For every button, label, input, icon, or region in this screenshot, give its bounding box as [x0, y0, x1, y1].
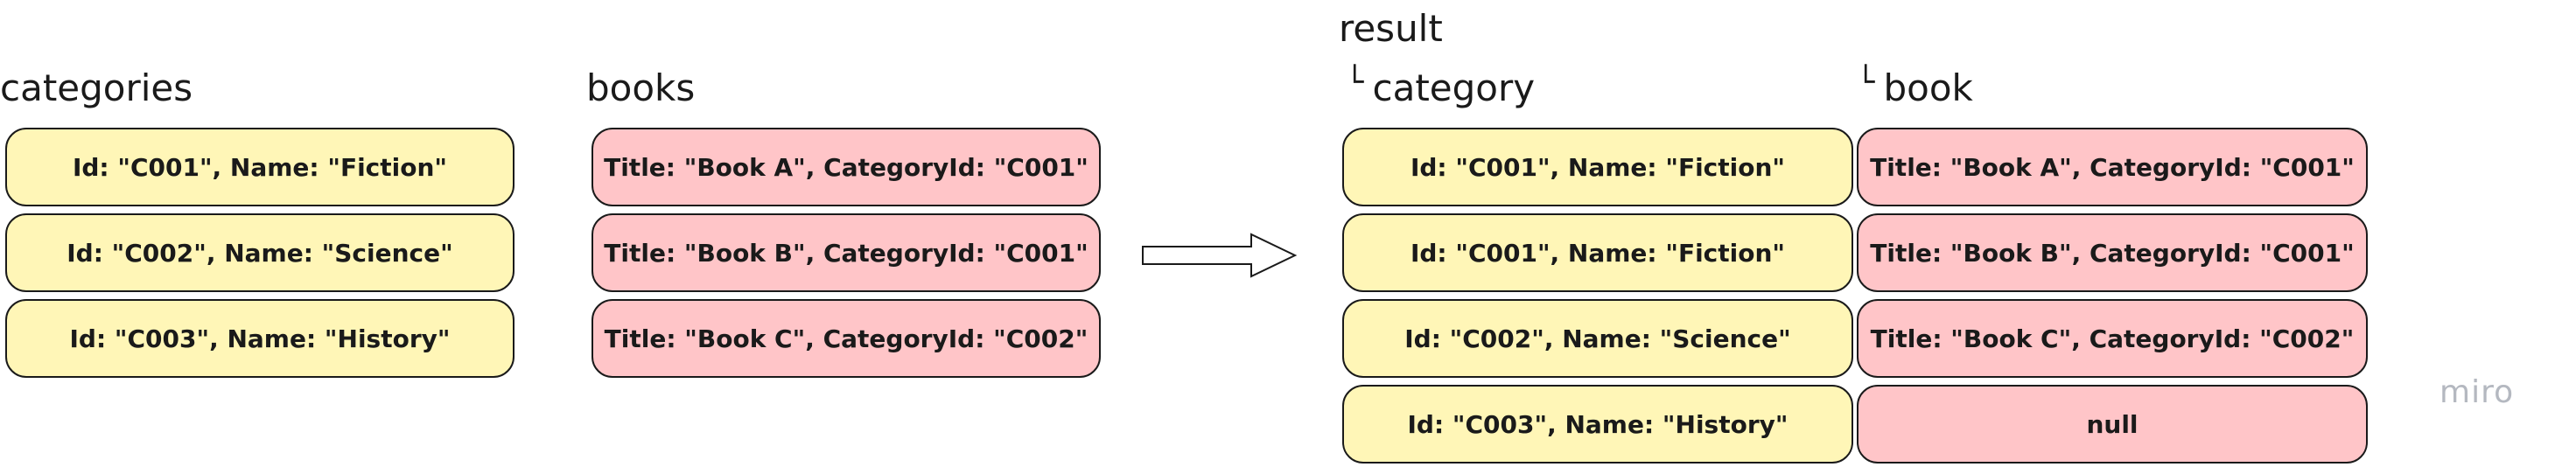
miro-watermark: miro [2440, 374, 2515, 410]
result-category-box: Id: "C001", Name: "Fiction" [1342, 213, 1853, 292]
category-box: Id: "C003", Name: "History" [5, 299, 514, 378]
result-book-box: Title: "Book A", CategoryId: "C001" [1857, 128, 2368, 206]
book-box: Title: "Book C", CategoryId: "C002" [592, 299, 1101, 378]
result-book-label: book [1883, 66, 1973, 109]
books-list: Title: "Book A", CategoryId: "C001" Titl… [592, 128, 1101, 381]
category-box: Id: "C002", Name: "Science" [5, 213, 514, 292]
result-book-list: Title: "Book A", CategoryId: "C001" Titl… [1857, 128, 2368, 467]
result-category-box: Id: "C001", Name: "Fiction" [1342, 128, 1853, 206]
result-category-box: Id: "C002", Name: "Science" [1342, 299, 1853, 378]
result-category-box: Id: "C003", Name: "History" [1342, 385, 1853, 464]
result-category-label: category [1372, 66, 1536, 109]
categories-list: Id: "C001", Name: "Fiction" Id: "C002", … [5, 128, 514, 381]
books-heading: books [586, 66, 696, 109]
result-category-list: Id: "C001", Name: "Fiction" Id: "C001", … [1342, 128, 1853, 467]
category-box: Id: "C001", Name: "Fiction" [5, 128, 514, 206]
tree-branch-icon: └ [1857, 65, 1875, 100]
result-book-heading: └book [1857, 65, 1973, 107]
categories-heading: categories [0, 66, 193, 109]
result-book-box: Title: "Book B", CategoryId: "C001" [1857, 213, 2368, 292]
result-book-box: Title: "Book C", CategoryId: "C002" [1857, 299, 2368, 378]
tree-branch-icon: └ [1346, 65, 1364, 100]
right-arrow-icon [1142, 233, 1298, 278]
book-box: Title: "Book A", CategoryId: "C001" [592, 128, 1101, 206]
book-box: Title: "Book B", CategoryId: "C001" [592, 213, 1101, 292]
result-category-heading: └category [1346, 65, 1535, 107]
result-heading: result [1339, 7, 1443, 50]
result-book-box: null [1857, 385, 2368, 464]
